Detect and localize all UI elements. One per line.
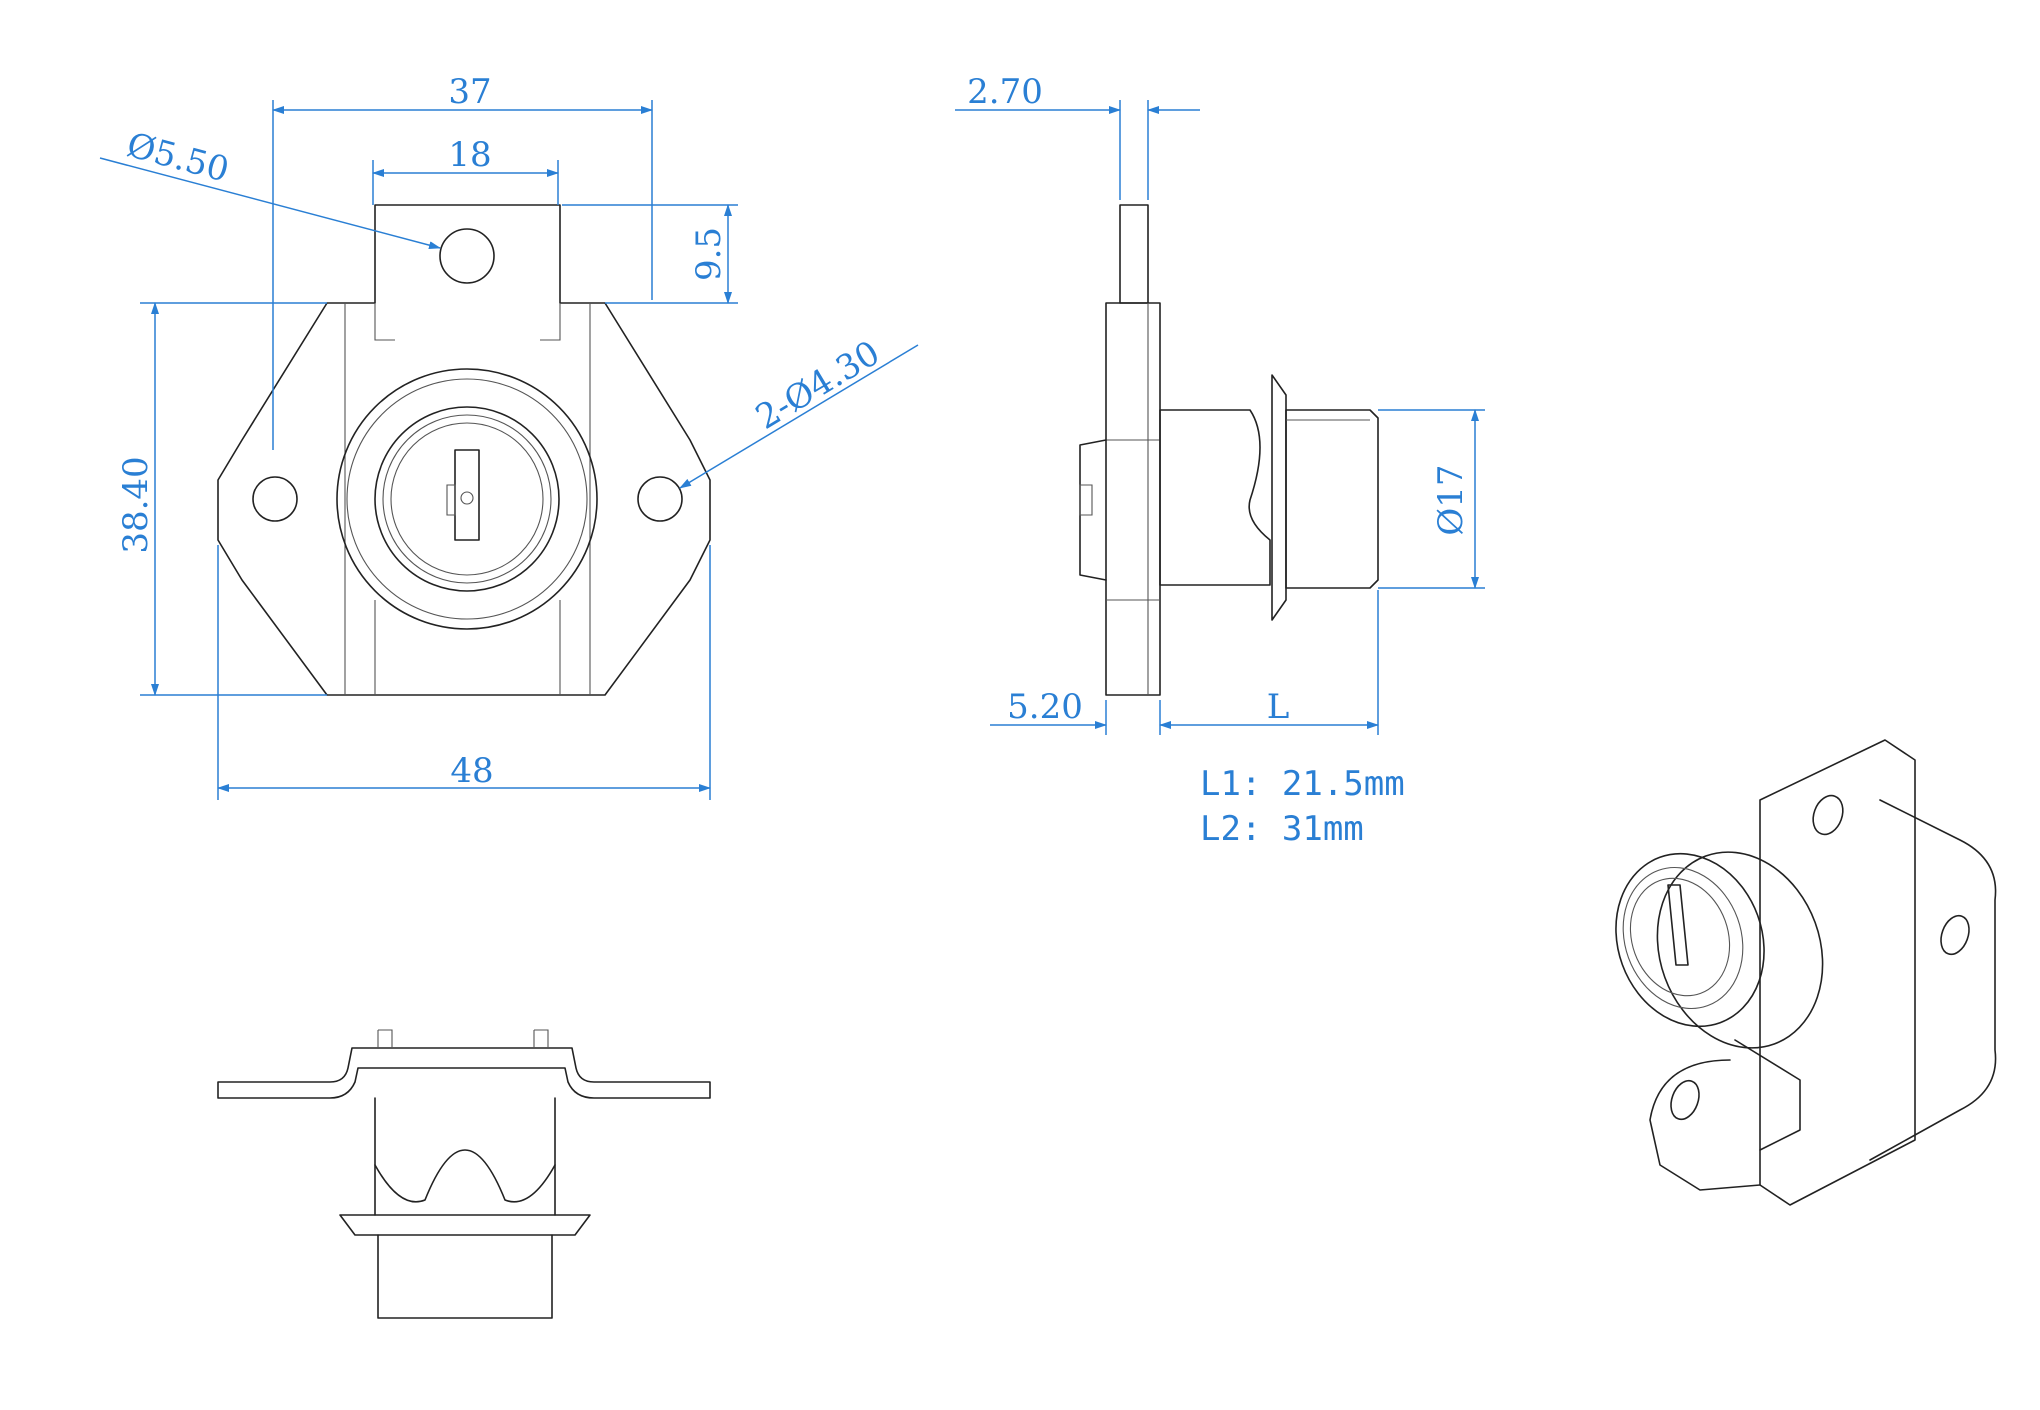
bottom-view	[217, 1029, 711, 1319]
dim-38-40: 38.40	[116, 456, 156, 553]
dim-L: L	[1267, 687, 1290, 727]
dim-hole-5-50: Ø5.50	[123, 125, 233, 190]
dim-48: 48	[450, 751, 493, 791]
dim-9-5: 9.5	[689, 227, 729, 281]
dim-18: 18	[448, 135, 491, 175]
isometric-view	[1615, 739, 1997, 1206]
note-l1: L1: 21.5mm	[1200, 764, 1405, 804]
side-dimensions: 2.70 Ø17 5.20 L	[955, 72, 1485, 735]
front-view	[217, 204, 711, 696]
dim-holes-4-30: 2-Ø4.30	[749, 333, 887, 438]
side-view	[1079, 204, 1379, 696]
dim-5-20: 5.20	[1007, 687, 1083, 727]
dim-dia-17: Ø17	[1431, 464, 1471, 535]
dim-2-70: 2.70	[967, 72, 1043, 112]
note-l2: L2: 31mm	[1200, 809, 1364, 849]
length-notes: L1: 21.5mm L2: 31mm	[1200, 764, 1405, 849]
dim-37: 37	[448, 72, 491, 112]
